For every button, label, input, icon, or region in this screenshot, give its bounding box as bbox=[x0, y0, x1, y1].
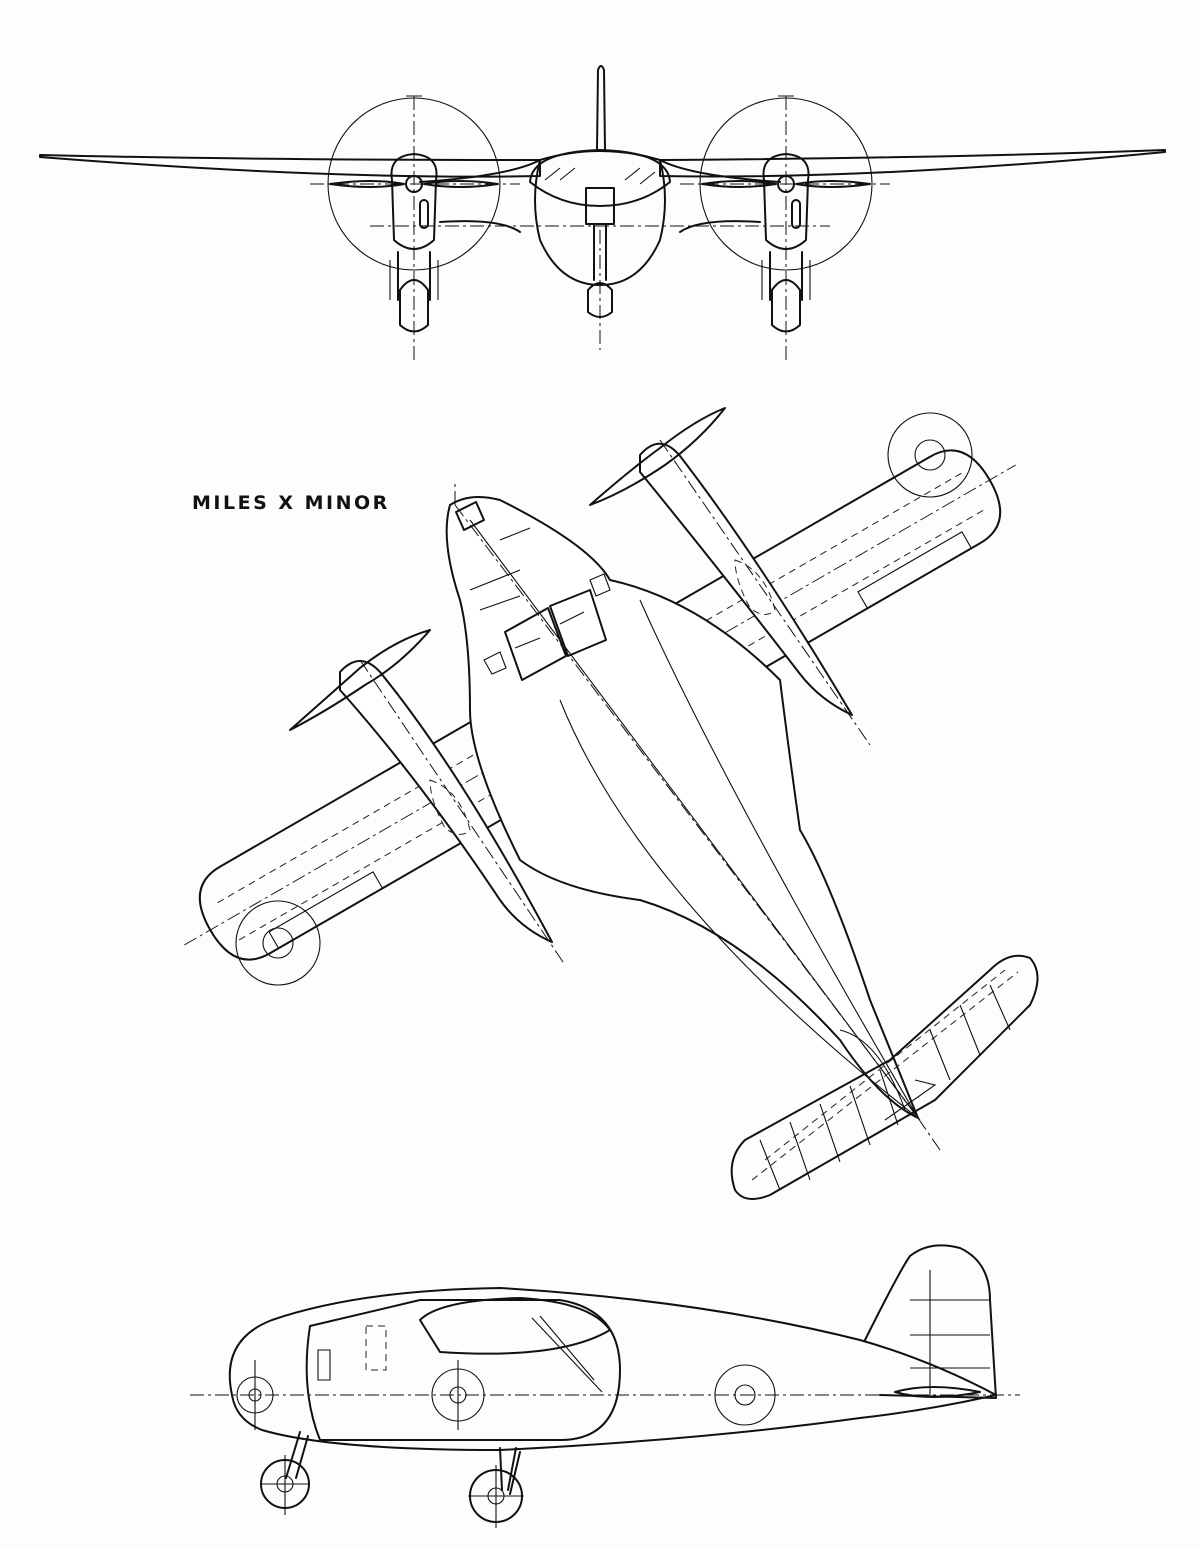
plan-view-right-nacelle bbox=[589, 407, 871, 746]
side-view-fin bbox=[864, 1244, 997, 1399]
drawing-title: MILES X MINOR bbox=[192, 492, 390, 514]
front-view-nose-wheel bbox=[587, 282, 613, 318]
side-view bbox=[190, 1244, 1020, 1528]
front-view-right-nacelle bbox=[762, 153, 810, 250]
plan-view bbox=[184, 407, 1039, 1200]
plan-view-tailplane bbox=[730, 954, 1039, 1200]
front-view-left-main-wheel bbox=[399, 279, 429, 333]
front-view-nose-box bbox=[585, 187, 615, 225]
front-view-fin bbox=[596, 65, 606, 151]
front-view-right-wing bbox=[659, 149, 1166, 178]
plan-view-canopy bbox=[483, 573, 611, 681]
front-view-right-main-wheel bbox=[771, 279, 801, 333]
plan-view-left-propeller bbox=[289, 629, 431, 731]
plan-view-left-nacelle bbox=[289, 629, 566, 966]
plan-view-right-propeller bbox=[589, 407, 726, 506]
side-view-engine-bay bbox=[305, 1299, 621, 1441]
front-view-left-nacelle bbox=[390, 153, 438, 250]
front-view-canopy bbox=[529, 149, 671, 207]
front-view-left-wing bbox=[39, 154, 541, 178]
plan-view-fuselage bbox=[445, 495, 919, 1119]
front-view-left-propeller-blades bbox=[329, 180, 499, 188]
front-view bbox=[39, 65, 1166, 360]
side-view-canopy bbox=[419, 1297, 611, 1355]
side-view-fuselage bbox=[228, 1287, 997, 1451]
plan-view-right-roundel bbox=[887, 412, 973, 498]
front-view-right-propeller-blades bbox=[701, 180, 871, 188]
front-view-center-section bbox=[419, 150, 781, 183]
plan-view-left-roundel bbox=[235, 900, 321, 986]
